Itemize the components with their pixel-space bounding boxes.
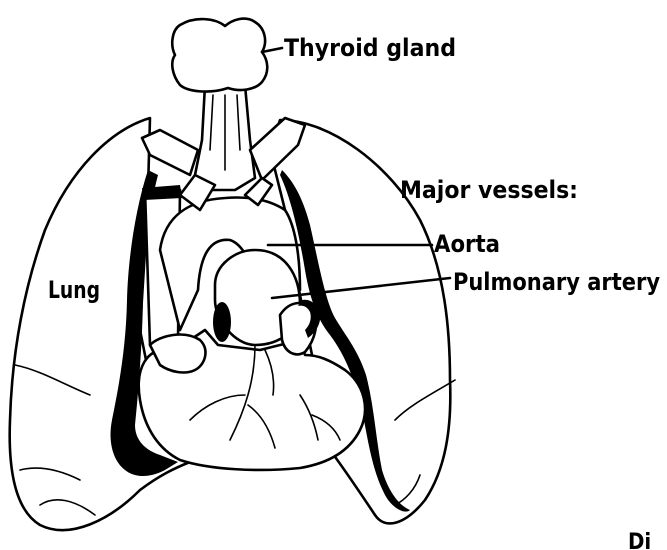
thyroid-gland-label: Thyroid gland: [284, 34, 456, 62]
aorta-label: Aorta: [434, 230, 500, 258]
thyroid-gland: [172, 19, 267, 92]
pulmonary-artery-opening: [213, 302, 231, 342]
major-vessels-label: Major vessels:: [400, 176, 578, 204]
pulmonary-artery-label: Pulmonary artery: [453, 268, 660, 296]
lung-label: Lung: [48, 276, 100, 304]
corner-label: Di: [628, 530, 651, 550]
